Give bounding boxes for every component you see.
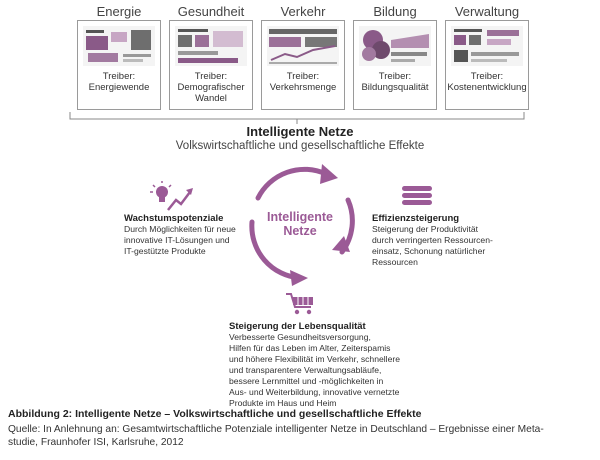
cycle-arrows-icon <box>249 164 355 286</box>
wachstum-line: IT-gestützte Produkte <box>124 246 206 256</box>
cycle-label-line2: Netze <box>283 224 317 238</box>
driver-text: Treiber: Energiewende <box>88 71 150 93</box>
effizienz-title: Effizienzsteigerung <box>372 213 460 224</box>
driver-text: Treiber: Kostenentwicklung <box>447 71 527 93</box>
effect-lebensqualitaet: Steigerung der Lebensqualität Verbessert… <box>229 321 429 409</box>
source-line: studie, Fraunhofer ISI, Karlsruhe, 2012 <box>8 437 184 448</box>
figure-caption: Abbildung 2: Intelligente Netze – Volksw… <box>8 408 422 420</box>
lebensqualitaet-line: und transparentere Verwaltungsabläufe, <box>229 365 382 375</box>
grouping-bracket <box>69 112 525 124</box>
driver-text: Treiber: Bildungsqualität <box>361 71 429 93</box>
sector-title-verkehr: Verkehr <box>280 4 326 19</box>
effizienz-line: Ressourcen <box>372 257 418 267</box>
sector-card-bildung: Treiber: Bildungsqualität <box>353 20 437 110</box>
sector-thumbnail-verkehr <box>267 26 339 66</box>
sector-title-bildung: Bildung <box>373 4 417 19</box>
figure-source: Quelle: In Anlehnung an: Gesamtwirtschaf… <box>8 423 593 449</box>
effizienz-line: einsatz, Schonung natürlicher <box>372 246 486 256</box>
sector-driver-gesundheit: Treiber: Demografischer Wandel <box>170 71 252 104</box>
sector-driver-bildung: Treiber: Bildungsqualität <box>354 71 436 93</box>
sector-card-gesundheit: Treiber: Demografischer Wandel <box>169 20 253 110</box>
sector-thumbnail-energie <box>83 26 155 66</box>
sector-driver-verwaltung: Treiber: Kostenentwicklung <box>446 71 528 93</box>
effizienz-line: durch verringerten Ressourcen- <box>372 235 493 245</box>
effect-wachstum: Wachstumspotenziale Durch Möglichkeiten … <box>124 213 274 257</box>
sector-card-verwaltung: Treiber: Kostenentwicklung <box>445 20 529 110</box>
driver-text: Treiber: Demografischer Wandel <box>177 71 245 104</box>
sector-card-verkehr: Treiber: Verkehrsmenge <box>261 20 345 110</box>
lebensqualitaet-line: bessere Lernmittel und -möglichkeiten in <box>229 376 384 386</box>
wachstum-line: innovative IT-Lösungen und <box>124 235 230 245</box>
lebensqualitaet-line: Verbesserte Gesundheitsversorgung, <box>229 332 371 342</box>
effizienz-line: Steigerung der Produktivität <box>372 224 479 234</box>
sector-title-energie: Energie <box>96 4 142 19</box>
main-subtitle: Volkswirtschaftliche und gesellschaftlic… <box>175 140 425 152</box>
lebensqualitaet-line: und höhere Flexibilität im Verkehr, schn… <box>229 354 401 364</box>
lebensqualitaet-title: Steigerung der Lebensqualität <box>229 321 366 332</box>
sector-thumbnail-verwaltung <box>451 26 523 66</box>
stack-layers-icon <box>402 186 432 205</box>
sector-card-energie: Treiber: Energiewende <box>77 20 161 110</box>
wachstum-title: Wachstumspotenziale <box>124 213 224 224</box>
lebensqualitaet-line: Aus- und Weiterbildung, innovative verne… <box>229 387 400 397</box>
sector-driver-energie: Treiber: Energiewende <box>78 71 160 93</box>
sector-title-gesundheit: Gesundheit <box>177 4 245 19</box>
cycle-label-line1: Intelligente <box>267 210 333 224</box>
sector-title-verwaltung: Verwaltung <box>454 4 520 19</box>
sector-thumbnail-bildung <box>359 26 431 66</box>
main-title: Intelligente Netze <box>246 124 354 139</box>
shopping-cart-icon <box>286 293 313 315</box>
lightbulb-growth-icon <box>150 181 193 211</box>
driver-text: Treiber: Verkehrsmenge <box>269 71 337 93</box>
lebensqualitaet-line: Produkte im Haus und Heim <box>229 398 337 408</box>
effect-effizienz: Effizienzsteigerung Steigerung der Produ… <box>372 213 522 268</box>
sector-driver-verkehr: Treiber: Verkehrsmenge <box>262 71 344 93</box>
source-line: Quelle: In Anlehnung an: Gesamtwirtschaf… <box>8 424 544 435</box>
wachstum-line: Durch Möglichkeiten für neue <box>124 224 236 234</box>
lebensqualitaet-line: Hilfen für das Leben im Alter, Zeiterspa… <box>229 343 391 353</box>
sector-thumbnail-gesundheit <box>175 26 247 66</box>
cycle-label: Intelligente Netze <box>250 210 350 238</box>
